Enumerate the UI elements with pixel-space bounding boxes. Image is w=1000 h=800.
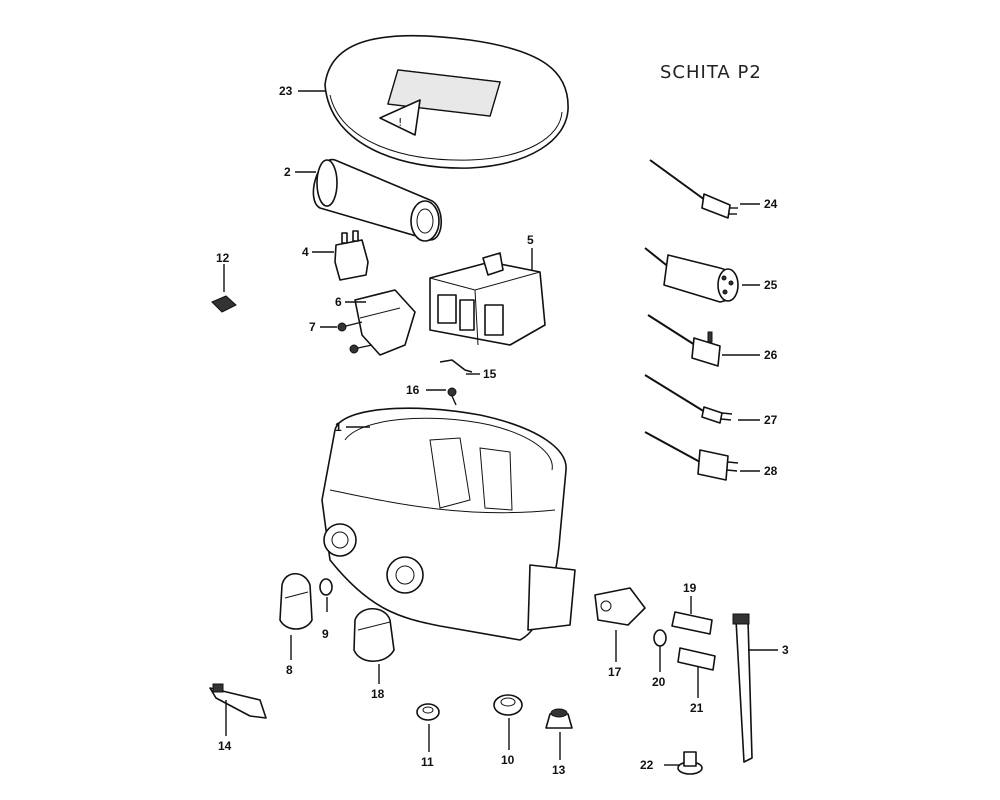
diagram-title: SCHITA P2 [660, 62, 762, 83]
part-16-screw [426, 387, 457, 406]
label-17: 17 [608, 665, 622, 679]
part-19-terminal [671, 596, 713, 635]
label-3: 3 [782, 643, 789, 657]
label-10: 10 [501, 753, 515, 767]
label-19: 19 [683, 581, 697, 595]
label-7: 7 [309, 320, 316, 334]
part-11-grommet [416, 703, 440, 752]
part-3-cable-tie [732, 613, 778, 763]
part-4-block [312, 230, 369, 281]
part-2-capacitor [295, 159, 442, 242]
label-27: 27 [764, 413, 778, 427]
label-22: 22 [640, 758, 654, 772]
label-24: 24 [764, 197, 778, 211]
part-14-holder [209, 683, 267, 736]
part-22-foot [664, 751, 703, 775]
label-8: 8 [286, 663, 293, 677]
part-12-clip [211, 264, 237, 313]
label-14: 14 [218, 739, 232, 753]
part-5-contactor [429, 248, 546, 346]
label-4: 4 [302, 245, 309, 259]
label-12: 12 [216, 251, 230, 265]
label-11: 11 [421, 755, 434, 769]
label-25: 25 [764, 278, 778, 292]
label-2: 2 [284, 165, 291, 179]
part-17-switch [594, 587, 646, 662]
label-16: 16 [406, 383, 420, 397]
part-21-terminal [677, 647, 716, 698]
part-26-cable-plug [647, 314, 760, 367]
part-23-lid: ! [298, 34, 569, 169]
part-20-nut [653, 629, 667, 672]
part-10-grommet [493, 694, 523, 750]
part-9-oring [319, 578, 333, 612]
label-15: 15 [483, 367, 497, 381]
label-1: 1 [335, 420, 342, 434]
label-5: 5 [527, 233, 534, 247]
label-18: 18 [371, 687, 385, 701]
part-1-housing [321, 407, 576, 641]
part-27-cable-plug [644, 374, 760, 424]
part-25-cable-plug [644, 247, 760, 303]
part-7-screws [320, 321, 373, 354]
label-6: 6 [335, 295, 342, 309]
part-13-grommet [545, 708, 573, 760]
part-24-cable-plug [649, 159, 760, 219]
label-23: 23 [279, 84, 293, 98]
label-28: 28 [764, 464, 778, 478]
part-15-bracket [439, 359, 480, 375]
label-13: 13 [552, 763, 566, 777]
part-6-terminal [345, 289, 416, 356]
label-9: 9 [322, 627, 329, 641]
svg-text:!: ! [398, 116, 402, 129]
label-21: 21 [690, 701, 704, 715]
label-26: 26 [764, 348, 778, 362]
part-8-knob [279, 572, 313, 660]
part-18-knob [353, 607, 395, 684]
label-20: 20 [652, 675, 666, 689]
part-28-cable-plug [644, 431, 760, 481]
